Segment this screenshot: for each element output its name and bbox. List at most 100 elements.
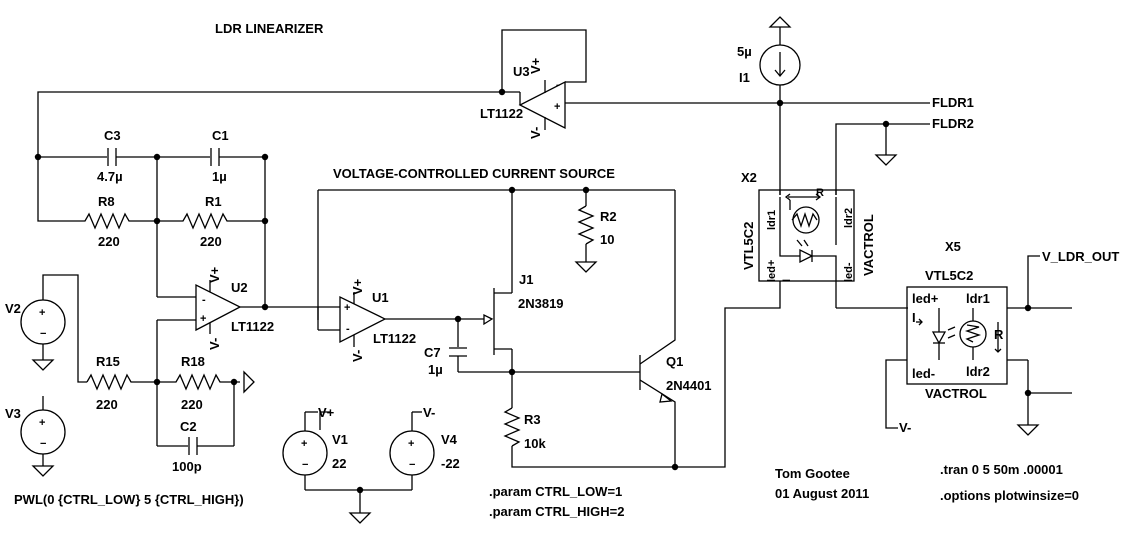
v2-label: V2 [5,301,21,316]
u2-vplus-label: V+ [207,266,222,283]
i1-source [759,16,801,195]
u3-vminus-label: V- [528,127,543,139]
r8-value: 220 [98,234,120,249]
r2-value: 10 [600,232,614,247]
r3-value: 10k [524,436,546,451]
svg-text:−: − [302,459,308,471]
u3-opamp [498,29,930,130]
fldr1-label: FLDR1 [932,95,974,110]
x5-vactrol [885,255,1072,436]
u2-minus-sign: - [202,294,206,306]
j1-label: J1 [519,272,533,287]
u2-part-label: LT1122 [231,319,274,334]
r15-r18-c2 [86,320,255,455]
options-directive: .options plotwinsize=0 [940,488,1079,503]
x5-r-label: R [994,327,1004,342]
c3-label: C3 [104,128,121,143]
title-label: LDR LINEARIZER [215,21,324,36]
r15-label: R15 [96,354,120,369]
c3-value: 4.7µ [97,169,123,184]
c1-value: 1µ [212,169,227,184]
x5-ldr1-label: ldr1 [966,291,990,306]
r1-label: R1 [205,194,222,209]
x5-i-label: I [912,310,916,325]
u3-minus-sign: - [556,79,560,91]
q1-part-label: 2N4401 [666,378,712,393]
r3-label: R3 [524,412,541,427]
x2-vactrol [758,189,908,309]
v3-label: V3 [5,406,21,421]
r2-label: R2 [600,209,617,224]
c1-label: C1 [212,128,229,143]
r15-value: 220 [96,397,118,412]
v1-label: V1 [332,432,348,447]
u3-label: U3 [513,64,530,79]
c7-label: C7 [424,345,441,360]
fldr2-label: FLDR2 [932,116,974,131]
vccs-title-label: VOLTAGE-CONTROLLED CURRENT SOURCE [333,166,615,181]
u1-opamp [317,190,484,347]
x5-ledm-label: led- [912,366,935,381]
v4-value: -22 [441,456,460,471]
svg-text:+: + [301,438,307,450]
svg-text:−: − [409,459,415,471]
u2-label: U2 [231,280,248,295]
x2-ldr2-label: ldr2 [843,208,855,228]
x2-ldr1-label: ldr1 [766,210,778,230]
r18-value: 220 [181,397,203,412]
r18-label: R18 [181,354,205,369]
u1-part-label: LT1122 [373,331,416,346]
tran-directive: .tran 0 5 50m .00001 [940,462,1063,477]
svg-text:+: + [39,417,45,429]
u3-plus-sign: + [554,101,560,113]
param-low-label: .param CTRL_LOW=1 [489,484,622,499]
u2-opamp [157,280,318,334]
fldr2-net [835,120,930,195]
c2-value: 100p [172,459,202,474]
v-ldr-out-label: V_LDR_OUT [1042,249,1119,264]
u3-part-label: LT1122 [480,106,523,121]
x5-vminus-label: V- [899,420,911,435]
svg-text:−: − [40,328,46,340]
v1-value: 22 [332,456,346,471]
x2-ledm-label: led- [843,262,855,282]
v2-v3-sources: + − + − [20,274,87,477]
c7-value: 1µ [428,362,443,377]
x2-ledp-label: led+ [766,260,778,282]
u1-minus-sign: - [346,323,350,335]
feedback-network [34,91,520,307]
x2-i-label: I [781,279,793,282]
i1-label: I1 [739,70,750,85]
r8-label: R8 [98,194,115,209]
u2-vminus-label: V- [207,338,222,350]
u1-label: U1 [372,290,389,305]
x5-type-label: VACTROL [925,386,987,401]
u3-vplus-label: V+ [528,57,543,74]
x2-r-label: R [816,187,824,199]
svg-text:+: + [39,307,45,319]
vccs-circuit [318,186,781,471]
c2-label: C2 [180,419,197,434]
supply-sources: + − + − [282,411,435,524]
x2-label: X2 [741,170,757,185]
date-label: 01 August 2011 [775,486,869,501]
svg-text:+: + [408,438,414,450]
v4-label: V4 [441,432,458,447]
u2-plus-sign: + [200,313,206,325]
u1-plus-sign: + [344,302,350,314]
x5-ledp-label: led+ [912,291,939,306]
i1-value: 5µ [737,44,752,59]
x5-part-label: VTL5C2 [925,268,973,283]
param-high-label: .param CTRL_HIGH=2 [489,504,624,519]
x2-part-label: VTL5C2 [741,222,756,270]
q1-label: Q1 [666,354,683,369]
u1-vminus-label: V- [350,350,365,362]
author-label: Tom Gootee [775,466,850,481]
svg-text:−: − [40,438,46,450]
x5-label: X5 [945,239,961,254]
pwl-label: PWL(0 {CTRL_LOW} 5 {CTRL_HIGH}) [14,492,244,507]
j1-part-label: 2N3819 [518,296,564,311]
r1-value: 220 [200,234,222,249]
x5-ldr2-label: ldr2 [966,364,990,379]
